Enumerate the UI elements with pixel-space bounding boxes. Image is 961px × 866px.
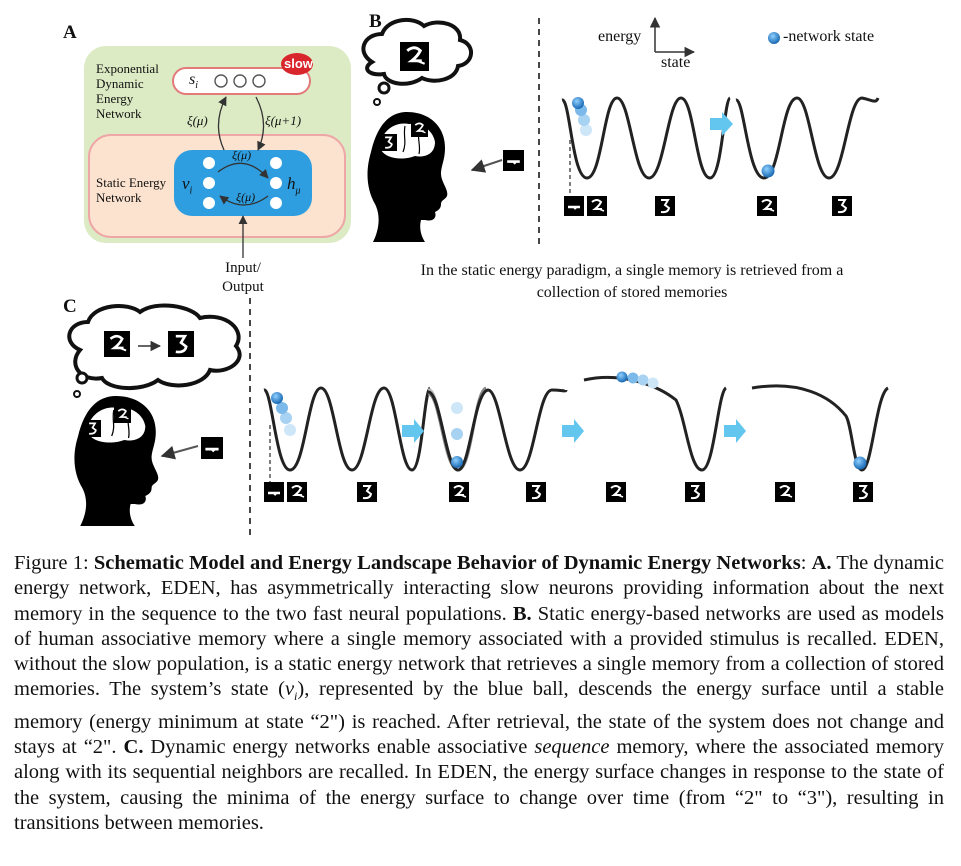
network-state-legend: -network state	[783, 28, 875, 45]
panel-b-caption: In the static energy paradigm, a single …	[420, 262, 844, 301]
panel-label-a: A	[63, 22, 77, 43]
v-var: vi	[182, 174, 193, 197]
axis-energy-label: energy	[598, 28, 642, 45]
slow-badge-text: slow	[284, 56, 313, 71]
slow-network-label: Exponential Dynamic Energy Network	[96, 61, 159, 121]
panel-a-diagram	[84, 46, 351, 258]
transition-arrow	[710, 112, 733, 136]
axis-state-label: state	[661, 54, 691, 71]
panel-label-b: B	[369, 11, 382, 32]
input-output-label: Input/ Output	[222, 260, 264, 295]
slow-var: si	[189, 71, 199, 92]
slow-badge	[281, 53, 313, 75]
panel-c-diagram	[67, 298, 890, 535]
xi-mu-down: ξ(μ)	[187, 113, 208, 128]
xi-mu-bottom: ξ(μ)	[236, 190, 256, 204]
panel-b-diagram	[361, 16, 880, 248]
static-network-label: Static Energy Network	[96, 175, 167, 205]
panel-label-c: C	[63, 296, 77, 317]
xi-mu-top: ξ(μ)	[232, 148, 252, 162]
xi-mu-plus-one: ξ(μ+1)	[265, 113, 302, 128]
h-var: hμ	[287, 174, 301, 197]
figure-caption: Figure 1: Schematic Model and Energy Lan…	[14, 552, 945, 835]
